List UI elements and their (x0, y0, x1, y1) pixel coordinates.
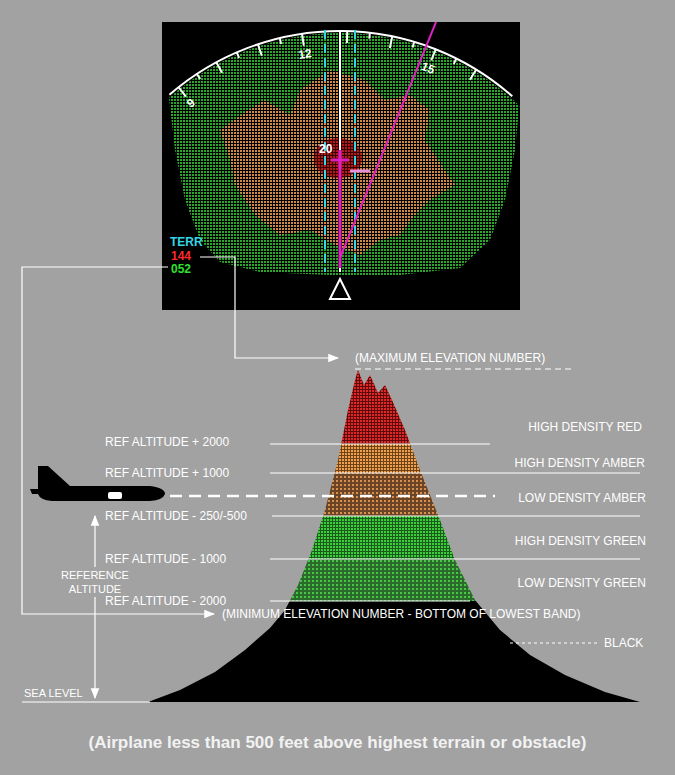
altitude-label: REF ALTITUDE - 1000 (105, 552, 226, 566)
reference-label: SEA LEVEL (24, 686, 83, 700)
altitude-label: REF ALTITUDE + 2000 (105, 435, 229, 449)
heading-tick (368, 33, 371, 39)
range-label: 20 (319, 142, 332, 156)
altitude-label: REF ALTITUDE + 1000 (105, 466, 229, 480)
band-line (270, 559, 640, 560)
heading-tick (302, 34, 304, 46)
band-label: HIGH DENSITY RED (528, 420, 642, 434)
heading-tick (258, 44, 262, 55)
terrain-green (168, 30, 520, 275)
band-label: LOW DENSITY GREEN (518, 576, 646, 590)
band-line (272, 516, 640, 517)
altitude-label: REF ALTITUDE - 250/-500 (105, 509, 247, 523)
heading-ticks (179, 31, 477, 97)
dimension-label: REFERENCE ALTITUDE (58, 567, 132, 597)
band-line (270, 601, 470, 602)
dashed-underline (355, 368, 575, 369)
track-line (340, 22, 436, 258)
band-line (270, 444, 490, 445)
altitude-label: REF ALTITUDE - 2000 (105, 594, 226, 608)
cyan-guide (354, 30, 356, 272)
band-line (270, 473, 640, 474)
heading-tick (390, 36, 392, 48)
sea-level-line (22, 701, 150, 702)
heading-tick (179, 87, 186, 96)
heading-tick (454, 59, 457, 64)
elevation-number: 052 (171, 262, 191, 276)
waypoint-cross (331, 151, 349, 169)
elevation-number: 144 (171, 249, 191, 263)
band-label: HIGH DENSITY GREEN (515, 534, 646, 548)
leader-line (200, 257, 338, 358)
heading-number: 12 (297, 46, 312, 62)
heading-tick (470, 70, 476, 80)
callout-text: (MAXIMUM ELEVATION NUMBER) (355, 351, 545, 365)
airplane-symbol (330, 279, 350, 299)
heading-tick (413, 42, 415, 48)
heading-tick (346, 31, 348, 43)
band-label: LOW DENSITY AMBER (518, 491, 646, 505)
mountain (140, 360, 660, 711)
dimension-arrow (94, 516, 95, 698)
heading-tick (216, 62, 222, 73)
airplane-level (170, 495, 495, 498)
band-label: BLACK (604, 636, 643, 650)
heading-tick (237, 52, 239, 58)
callout-text: (MINIMUM ELEVATION NUMBER - BOTTOM OF LO… (222, 607, 580, 621)
heading-tick (431, 49, 435, 60)
heading-tick (197, 74, 200, 79)
heading-tick (280, 38, 281, 44)
display-panel (162, 22, 520, 310)
pink-tick (350, 170, 370, 173)
band-label: HIGH DENSITY AMBER (515, 456, 645, 470)
caption: (Airplane less than 500 feet above highe… (89, 733, 587, 753)
terrain-amber (220, 70, 455, 255)
leader-line (510, 643, 598, 644)
terrain-label: TERR (170, 235, 203, 249)
